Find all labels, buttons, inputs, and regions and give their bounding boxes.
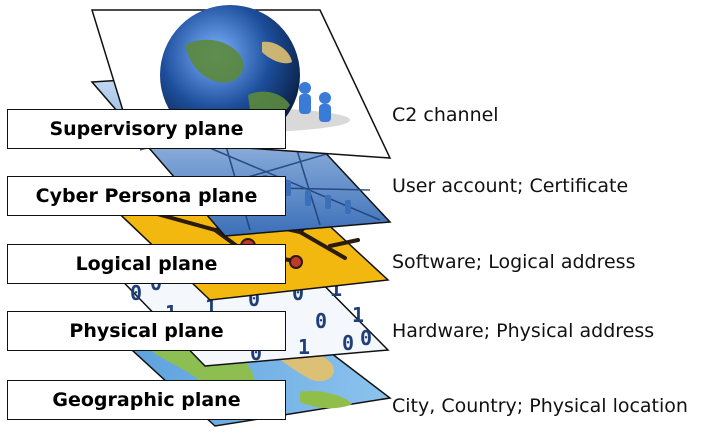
plane-label-physical: Physical plane [7,311,286,351]
annotation-supervisory: C2 channel [392,104,499,126]
annotation-logical: Software; Logical address [392,251,636,273]
binary-digit: 0 [315,309,327,333]
binary-digit: 0 [360,326,372,350]
binary-digit: 0 [342,331,354,355]
annotation-geographic: City, Country; Physical location [392,395,688,417]
annotation-cyber-persona: User account; Certificate [392,175,629,197]
binary-digit: 1 [352,303,364,327]
plane-label-logical: Logical plane [7,244,286,284]
plane-label-cyber-persona: Cyber Persona plane [7,176,286,216]
plane-label-supervisory: Supervisory plane [7,109,286,149]
plane-label-geographic: Geographic plane [7,380,286,420]
binary-digit: 1 [298,335,310,359]
annotation-physical: Hardware; Physical address [392,320,655,342]
binary-digit: 0 [130,281,142,305]
